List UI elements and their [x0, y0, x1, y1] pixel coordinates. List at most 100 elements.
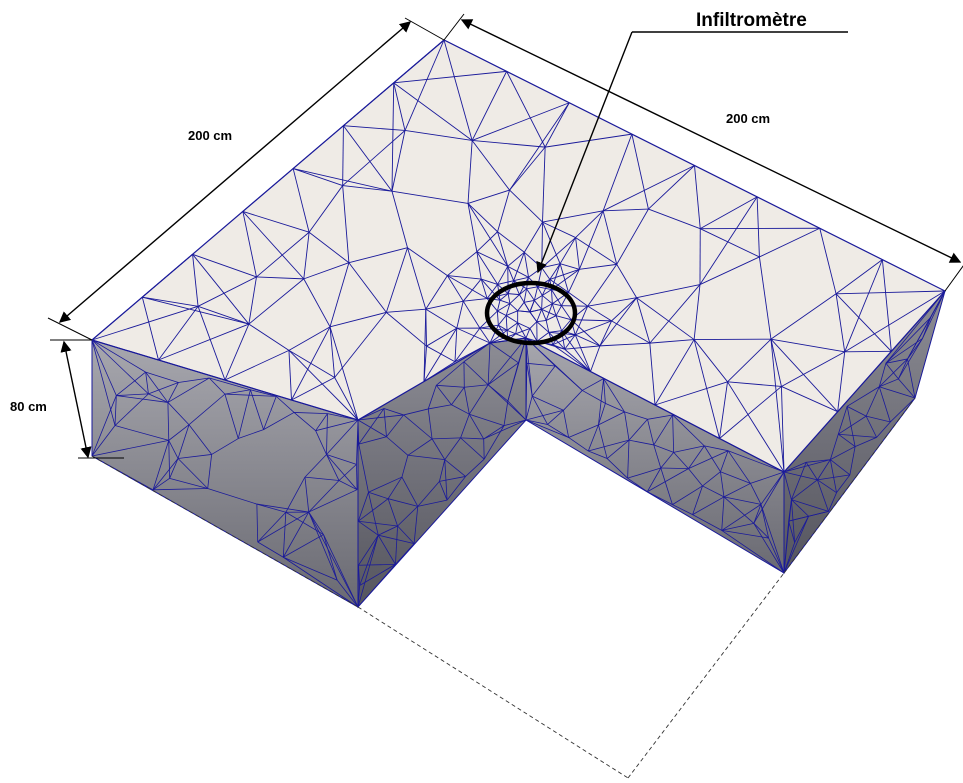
mesh-edge [188, 393, 226, 426]
mesh-edge [829, 434, 839, 460]
mesh-edge [238, 429, 264, 439]
mesh-edge [224, 389, 251, 395]
mesh-edge [257, 511, 309, 543]
mesh-edge [727, 381, 785, 473]
mesh-edge [167, 402, 170, 441]
mesh-edge [387, 476, 403, 499]
mesh-edge [605, 403, 625, 413]
mesh-edge [323, 534, 359, 608]
mesh-edge [507, 362, 519, 402]
mesh-edge [497, 303, 511, 312]
mesh-edge [505, 315, 518, 324]
callout-leader [536, 31, 633, 274]
mesh-edge [499, 299, 511, 305]
mesh-edge [727, 338, 772, 383]
mesh-edge [587, 297, 637, 307]
mesh-edge [358, 563, 396, 566]
mesh-edge [783, 516, 809, 574]
mesh-edge [564, 345, 600, 350]
mesh-edge [463, 361, 489, 386]
mesh-edge [541, 279, 551, 296]
mesh-edge [791, 499, 829, 512]
mesh-edge [541, 303, 553, 310]
mesh-edge [817, 479, 829, 512]
mesh-edge [304, 477, 310, 513]
mesh-edge [704, 445, 729, 452]
mesh-edge [114, 395, 117, 426]
mesh-edge [545, 320, 550, 333]
mesh-edge [603, 378, 625, 413]
infiltrometer-circle [484, 280, 578, 346]
mesh-edge [152, 440, 170, 490]
mesh-edge [849, 446, 856, 475]
mesh-edge [454, 342, 491, 363]
mesh-edge [207, 454, 213, 489]
mesh-edge [167, 402, 190, 425]
mesh-edge [427, 385, 437, 410]
mesh-edge [866, 415, 891, 423]
mesh-edge [116, 371, 146, 396]
mesh-edge [517, 310, 531, 313]
mesh-edge [688, 468, 703, 487]
mesh-edge [497, 280, 514, 285]
mesh-edge [525, 419, 569, 438]
mesh-edge [649, 339, 695, 344]
mesh-edge [357, 535, 379, 608]
mesh-edge [549, 279, 569, 293]
mesh-edge [439, 481, 448, 501]
mesh-edge [523, 302, 531, 313]
mesh-edge [444, 459, 466, 477]
mesh-edge [407, 247, 448, 276]
mesh-edge [503, 401, 509, 426]
mesh-edge [616, 264, 637, 298]
mesh-edge [356, 464, 358, 490]
mesh-edge [561, 319, 572, 332]
mesh-edge [531, 395, 548, 425]
mesh-edge [529, 328, 538, 342]
mesh-edge [509, 294, 520, 304]
mesh-edge [256, 504, 259, 543]
mesh-edge [579, 263, 617, 270]
mesh-edge [507, 266, 515, 281]
mesh-edge [479, 327, 491, 344]
mesh-edge [487, 384, 509, 402]
mesh-edge [357, 419, 387, 438]
mesh-edge [224, 393, 277, 397]
mesh-edge [791, 499, 809, 517]
mesh-edge [358, 520, 379, 536]
mesh-edge [574, 334, 591, 372]
mesh-edge [750, 483, 762, 505]
mesh-edge [497, 266, 509, 285]
dim-line-height [60, 340, 92, 459]
mesh-edge [515, 322, 519, 334]
mesh-edge [753, 471, 785, 524]
mesh-edge [326, 454, 358, 490]
mesh-edge [426, 327, 458, 347]
mesh-edge [805, 462, 818, 481]
mesh-edge [588, 450, 608, 459]
mesh-edge [808, 511, 829, 517]
mesh-edge [865, 386, 880, 417]
mesh-edge [531, 365, 556, 397]
mesh-edge [829, 459, 837, 493]
mesh-edge [250, 389, 264, 430]
mesh-edge [794, 516, 809, 543]
side-face-mesh [91, 290, 946, 608]
mesh-edge [750, 471, 785, 484]
mesh-edge [168, 440, 179, 459]
mesh-edge [263, 396, 277, 430]
mesh-edge [515, 333, 527, 339]
mesh-edge [673, 452, 689, 469]
mesh-edge [526, 288, 535, 301]
mesh-edge [529, 321, 538, 329]
mesh-edge [256, 503, 286, 513]
mesh-edge [368, 492, 379, 536]
mesh-edge [721, 496, 725, 531]
mesh-edge [525, 337, 533, 397]
mesh-edge [654, 404, 720, 439]
mesh-edge [167, 377, 210, 403]
mesh-edge [533, 300, 542, 310]
mesh-edge [536, 309, 543, 322]
mesh-edge [315, 419, 359, 432]
mesh-edge [224, 379, 292, 401]
